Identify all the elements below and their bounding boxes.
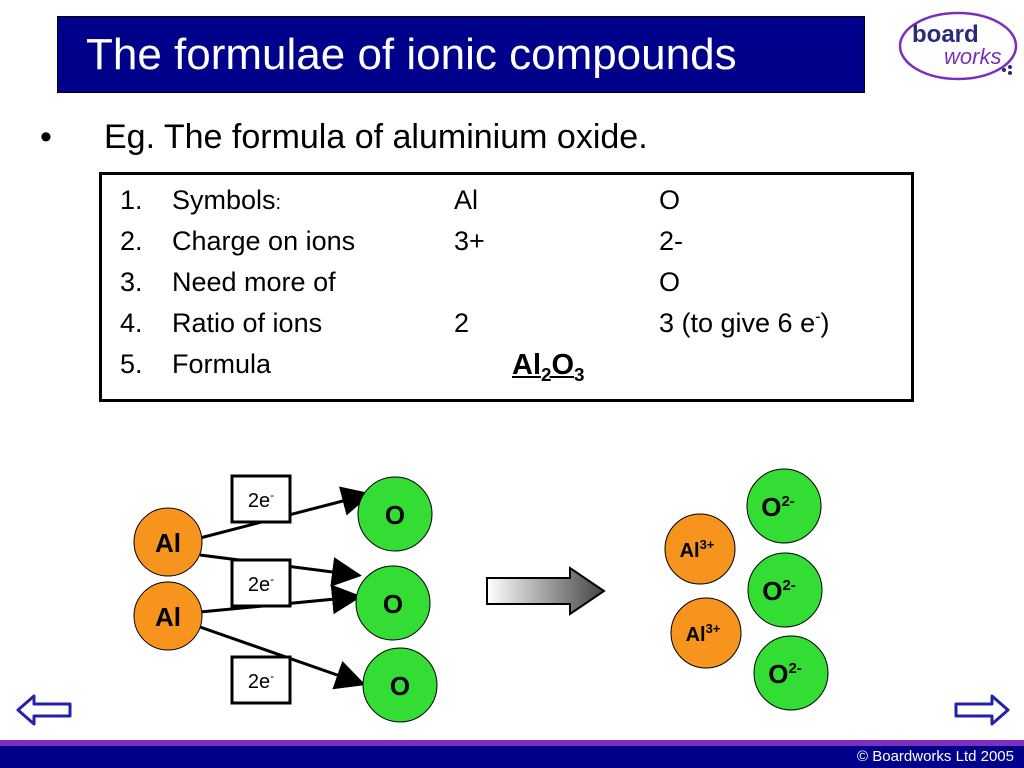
step-al-value: Al — [454, 185, 479, 215]
svg-text:2e-: 2e- — [248, 488, 274, 512]
step-o-value: O — [659, 185, 681, 215]
copyright-text: © Boardworks Ltd 2005 — [857, 748, 1014, 765]
o-ion: O2- — [753, 635, 829, 711]
al-atom: Al — [133, 507, 203, 577]
step-o-value: O — [659, 267, 681, 297]
step-label: Need more of — [172, 267, 336, 297]
step-al-value: 2 — [454, 308, 470, 338]
step-row-2: 2. Charge on ions 3+ 2- — [120, 226, 910, 266]
al-ion: Al3+ — [670, 597, 742, 669]
step-row-1: 1. Symbols: Al O — [120, 185, 910, 225]
o-atom: O — [355, 565, 431, 641]
bullet-symbol: • — [40, 118, 52, 156]
svg-text:O2-: O2- — [761, 492, 795, 522]
step-o-value: 3 (to give 6 e-) — [659, 308, 830, 338]
step-al-value: 3+ — [454, 226, 485, 256]
step-row-4: 4. Ratio of ions 2 3 (to give 6 e-) — [120, 308, 910, 348]
logo-works-text: works — [944, 44, 1001, 69]
slide-title: The formulae of ionic compounds — [57, 16, 865, 93]
step-label: Formula — [172, 349, 272, 379]
o-ion: O2- — [746, 468, 822, 544]
step-number: 3. — [120, 267, 143, 297]
transfer-line — [199, 625, 366, 690]
svg-text:O2-: O2- — [768, 659, 802, 689]
bullet-text: Eg. The formula of aluminium oxide. — [104, 118, 648, 156]
electron-box-2: 2e- — [230, 558, 292, 608]
logo-board-text: board — [912, 21, 979, 48]
step-label: Ratio of ions — [172, 308, 323, 338]
svg-text:O2-: O2- — [762, 576, 796, 606]
svg-text:Al3+: Al3+ — [680, 537, 715, 562]
left-arrow-icon[interactable] — [14, 690, 74, 730]
svg-text:Al: Al — [155, 602, 181, 632]
al-ion: Al3+ — [664, 513, 736, 585]
footer-band: © Boardworks Ltd 2005 — [0, 740, 1024, 768]
svg-text:O: O — [390, 671, 410, 701]
step-number: 5. — [120, 349, 143, 379]
steps-box: 1. Symbols: Al O 2. Charge on ions 3+ 2-… — [99, 172, 914, 402]
boardworks-logo: board works — [898, 11, 1018, 81]
step-row-5: 5. Formula Al2O3 — [120, 349, 910, 389]
electron-box-3: 2e- — [230, 655, 292, 705]
svg-text:Al3+: Al3+ — [686, 621, 721, 646]
formula-result: Al2O3 — [512, 349, 585, 385]
svg-text:2e-: 2e- — [248, 669, 274, 693]
o-atom: O — [362, 647, 438, 723]
o-ion: O2- — [747, 552, 823, 628]
al-atom: Al — [133, 581, 203, 651]
step-label: Charge on ions — [172, 226, 356, 256]
step-row-3: 3. Need more of O — [120, 267, 910, 307]
step-number: 4. — [120, 308, 143, 338]
step-number: 2. — [120, 226, 143, 256]
step-o-value: 2- — [659, 226, 684, 256]
svg-text:Al: Al — [155, 528, 181, 558]
svg-text:O: O — [383, 589, 403, 619]
reaction-arrow — [486, 566, 606, 616]
svg-text:2e-: 2e- — [248, 572, 274, 596]
step-label: Symbols: — [172, 185, 282, 215]
step-number: 1. — [120, 185, 143, 215]
electron-box-1: 2e- — [230, 474, 292, 524]
o-atom: O — [357, 476, 433, 552]
right-arrow-icon[interactable] — [952, 690, 1012, 730]
svg-text:O: O — [385, 500, 405, 530]
electron-transfer-diagram: 2e- 2e- 2e- Al Al O O O O2- Al3+ — [133, 468, 829, 723]
